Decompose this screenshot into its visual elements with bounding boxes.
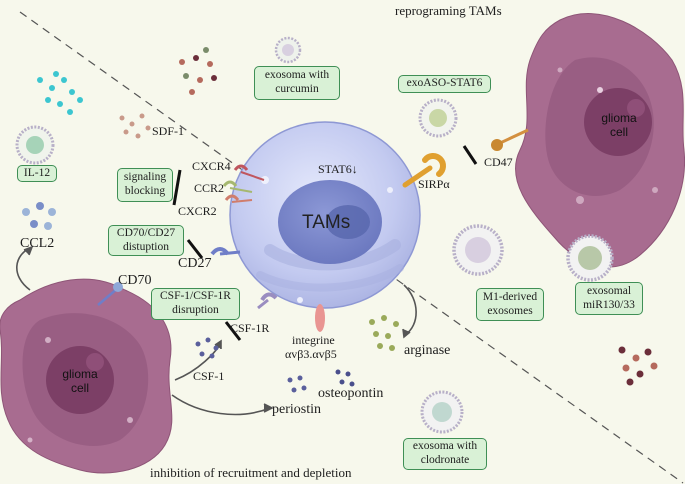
- csf1-particles: [195, 337, 219, 359]
- ccr2-receptor: [222, 180, 253, 193]
- box-il12: IL-12: [17, 165, 57, 182]
- label-ccr2: CCR2: [194, 181, 225, 195]
- stat6-label: STAT6↓: [318, 162, 358, 176]
- label-cxcr4: CXCR4: [192, 159, 231, 173]
- title-recruitment: inhibition of recruitment and depletion: [150, 465, 352, 480]
- box-clodronate-line2: clodronate: [420, 454, 470, 466]
- label-cd47: CD47: [484, 155, 513, 169]
- label-sdf1: SDF-1: [152, 124, 185, 138]
- label-cd70: CD70: [118, 273, 152, 288]
- arginase-particles: [369, 315, 399, 351]
- m1-exosome-icon: [452, 224, 504, 276]
- box-mir-line2: miR130/33: [583, 298, 635, 311]
- arrows: [16, 245, 417, 416]
- box-clodronate-line1: exosoma with: [412, 440, 478, 453]
- sdf1-particles: [119, 113, 151, 139]
- right-particles: [618, 346, 658, 386]
- box-il12-line1: IL-12: [23, 166, 51, 179]
- box-exosoma-clodronate: exosoma with clodronate: [403, 438, 487, 470]
- box-m1-line1: M1-derived: [482, 290, 538, 303]
- title-reprogramming: reprograming TAMs: [395, 3, 502, 18]
- box-mir-line1: exosomal: [586, 284, 632, 297]
- label-periostin: periostin: [272, 402, 321, 417]
- glioma-bottom-line2: cell: [70, 380, 89, 395]
- label-cd27: CD27: [178, 256, 212, 271]
- box-exosoma-curcumin: exosoma with curcumin: [254, 66, 340, 100]
- label-csf1r: CSF-1R: [230, 321, 270, 335]
- top-particles: [179, 47, 217, 95]
- box-signaling-blocking: signaling blocking: [117, 168, 173, 202]
- glioma-cell-top-label: glioma cell: [596, 111, 642, 140]
- glioma-cell-bottom-label: glioma cell: [57, 367, 103, 396]
- label-osteopontin: osteopontin: [318, 386, 384, 401]
- periostin-particles: [287, 375, 307, 393]
- cd47-ligand: [491, 128, 529, 151]
- exoaso-vesicle-icon: [418, 98, 458, 138]
- il12-particles: [37, 71, 83, 115]
- glioma-cell-top: [515, 13, 685, 268]
- block-bar-cd27: [186, 239, 204, 259]
- box-exoaso-stat6-line1: exoASO-STAT6: [406, 77, 483, 90]
- tam-cell: [229, 121, 421, 309]
- glioma-top-line2: cell: [609, 124, 628, 139]
- osteopontin-particles: [335, 369, 355, 387]
- label-integrine: integrine: [292, 333, 335, 347]
- box-exosomal-mir: exosomal miR130/33: [575, 282, 643, 315]
- integrine-receptor: [315, 304, 325, 332]
- sirpa-receptor: [402, 153, 446, 188]
- box-csf1-line2: disruption: [172, 304, 219, 316]
- il12-vesicle-icon: [15, 125, 55, 165]
- box-m1-exosomes: M1-derived exosomes: [476, 288, 544, 321]
- box-signaling-line2: blocking: [124, 185, 166, 197]
- box-exosoma-curcumin-line1: exosoma with: [264, 69, 330, 82]
- box-cd70-cd27-line2: distuption: [122, 240, 169, 253]
- mir-exosome-icon: [566, 234, 614, 282]
- label-csf1: CSF-1: [193, 369, 225, 383]
- cxcr4-receptor: [233, 164, 265, 181]
- csf1r-receptor: [257, 292, 278, 310]
- tams-label: TAMs: [302, 212, 351, 233]
- label-sirpa: SIRPα: [418, 177, 450, 191]
- label-cxcr2: CXCR2: [178, 204, 217, 218]
- box-exosoma-curcumin-line2: curcumin: [275, 83, 319, 95]
- cd70-ligand: [97, 282, 123, 306]
- label-arginase: arginase: [404, 343, 451, 358]
- label-ccl2: CCL2: [20, 236, 55, 251]
- block-bar-csf1r: [224, 321, 242, 341]
- glioma-cell-bottom: [0, 278, 173, 474]
- cd27-receptor: [210, 247, 241, 256]
- box-exoaso-stat6: exoASO-STAT6: [398, 75, 491, 93]
- box-m1-line2: exosomes: [487, 304, 533, 317]
- box-cd70-cd27: CD70/CD27 distuption: [108, 225, 184, 256]
- box-csf1-csf1r: CSF-1/CSF-1R disruption: [151, 288, 240, 320]
- block-bar-sirpa: [462, 145, 478, 165]
- glioma-top-line1: glioma: [601, 111, 637, 125]
- label-integrine-types: αvβ3.αvβ5: [285, 347, 337, 361]
- box-cd70-cd27-line1: CD70/CD27: [116, 226, 176, 239]
- glioma-bottom-line1: glioma: [62, 367, 98, 381]
- exosome-curcumin-icon: [274, 36, 302, 64]
- ccl2-particles: [22, 202, 56, 230]
- block-bar-signaling: [172, 169, 182, 206]
- cxcr2-receptor: [224, 194, 253, 203]
- box-signaling-line1: signaling: [123, 171, 167, 184]
- clodronate-exosome-icon: [420, 390, 464, 434]
- box-csf1-line1: CSF-1/CSF-1R: [160, 290, 231, 303]
